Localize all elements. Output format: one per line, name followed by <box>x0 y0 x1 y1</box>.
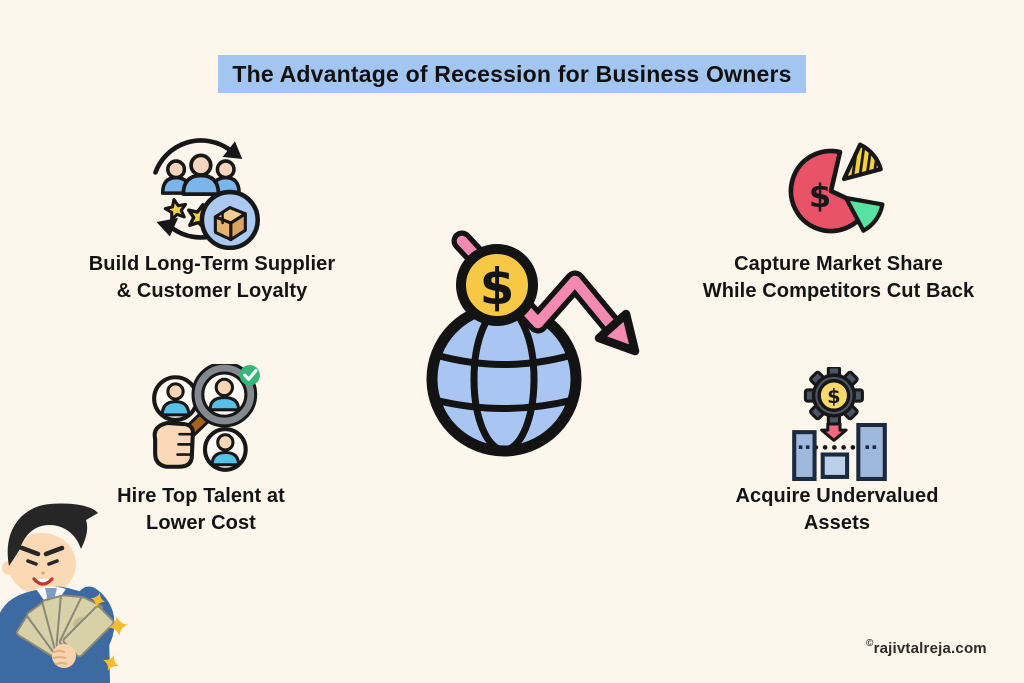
label-line: Capture Market Share <box>734 253 943 275</box>
title-bar: The Advantage of Recession for Business … <box>0 55 1024 93</box>
label-line: Lower Cost <box>146 512 256 534</box>
label-top-right: Capture Market Share While Competitors C… <box>666 251 1011 305</box>
magnified-candidate-icon <box>191 361 258 428</box>
pie-slice-red <box>788 148 870 234</box>
businessman-head <box>2 503 98 595</box>
label-line: Hire Top Talent at <box>117 485 285 507</box>
label-line: Build Long-Term Supplier <box>88 253 336 275</box>
copyright-symbol: © <box>866 638 874 649</box>
label-line: & Customer Loyalty <box>116 280 308 302</box>
gear-icon: $ <box>803 365 864 426</box>
dollar-glyph: $ <box>809 177 831 215</box>
dollar-coin-icon: $ <box>456 244 538 326</box>
sparkle-icon <box>90 592 128 671</box>
dollar-glyph: $ <box>827 385 840 408</box>
candidate-icon <box>202 427 248 472</box>
talent-search-magnifier-icon <box>146 361 264 480</box>
package-box-icon <box>199 189 261 251</box>
star-icon <box>163 197 188 222</box>
undervalued-assets-gear-icon: $ <box>791 365 888 481</box>
label-bottom-left: Hire Top Talent at Lower Cost <box>61 483 341 537</box>
label-bottom-right: Acquire Undervalued Assets <box>697 483 977 537</box>
down-arrow-icon <box>820 422 848 442</box>
label-top-left: Build Long-Term Supplier & Customer Loya… <box>52 251 372 305</box>
label-line: Assets <box>803 512 871 534</box>
watermark: ©rajivtalreja.com <box>866 638 987 657</box>
people-group-icon <box>160 153 241 196</box>
label-line: Acquire Undervalued <box>735 485 939 507</box>
businessman-with-money-illustration <box>0 494 129 683</box>
watermark-domain: rajivtalreja.com <box>873 640 987 657</box>
fist-hand-icon <box>152 420 195 469</box>
pie-slice-green <box>843 195 885 233</box>
globe-declining-dollar-arrow-icon: $ <box>420 228 655 460</box>
money-fan <box>15 594 115 668</box>
candidate-icon <box>152 375 199 422</box>
supplier-customer-loyalty-icon <box>142 130 266 251</box>
globe-icon <box>426 301 582 457</box>
page-title: The Advantage of Recession for Business … <box>218 55 806 93</box>
check-badge-icon <box>239 365 260 386</box>
label-line: While Competitors Cut Back <box>702 280 975 302</box>
market-share-pie-chart-icon: $ <box>786 138 888 242</box>
pie-slice-yellow <box>841 142 883 182</box>
dollar-glyph: $ <box>480 258 515 316</box>
assets-buildings-icon <box>792 422 887 481</box>
